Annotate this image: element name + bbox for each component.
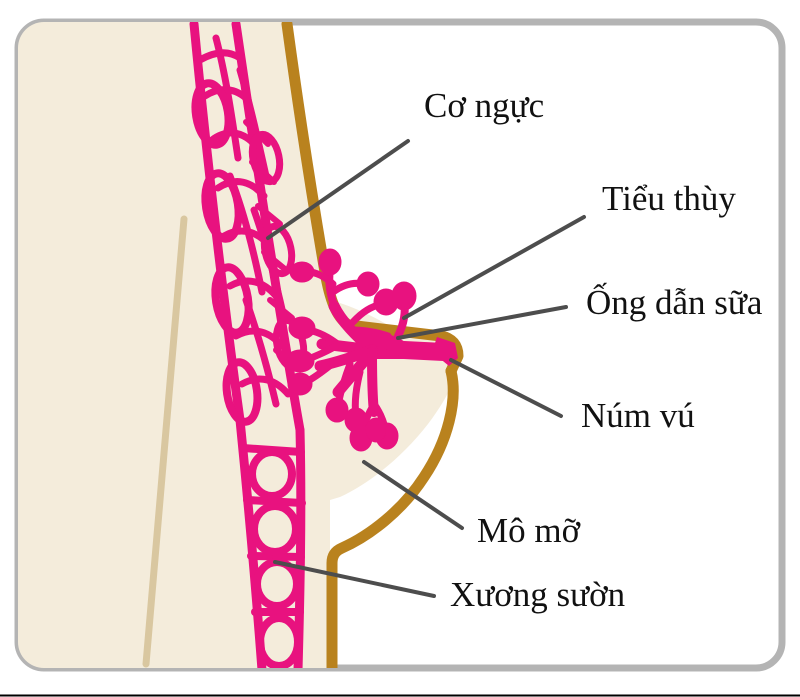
rib [235, 415, 306, 668]
label-rib: Xương sườn [450, 575, 626, 614]
leader-num-vu [449, 358, 563, 418]
label-lobule: Tiểu thùy [602, 179, 736, 218]
faint-tissue-line [142, 215, 188, 668]
milk-duct-tree [285, 248, 453, 452]
pectoral-muscle [189, 22, 308, 435]
leader-ong-dan-sua [396, 305, 568, 340]
label-nipple: Núm vú [581, 396, 695, 435]
body-tissue-shape [18, 22, 459, 668]
label-fat-tissue: Mô mỡ [477, 511, 581, 550]
leader-xuong-suon [273, 560, 436, 598]
leader-lines [266, 139, 586, 598]
leader-tieu-thuy [402, 215, 586, 320]
leader-mo-mo [362, 460, 464, 530]
label-pectoral-muscle: Cơ ngực [424, 86, 545, 125]
lobule-cluster [285, 248, 417, 452]
leader-co-nguc [266, 139, 410, 240]
label-milk-duct: Ống dẫn sữa [586, 283, 763, 322]
skin-contour-lower [326, 365, 459, 668]
